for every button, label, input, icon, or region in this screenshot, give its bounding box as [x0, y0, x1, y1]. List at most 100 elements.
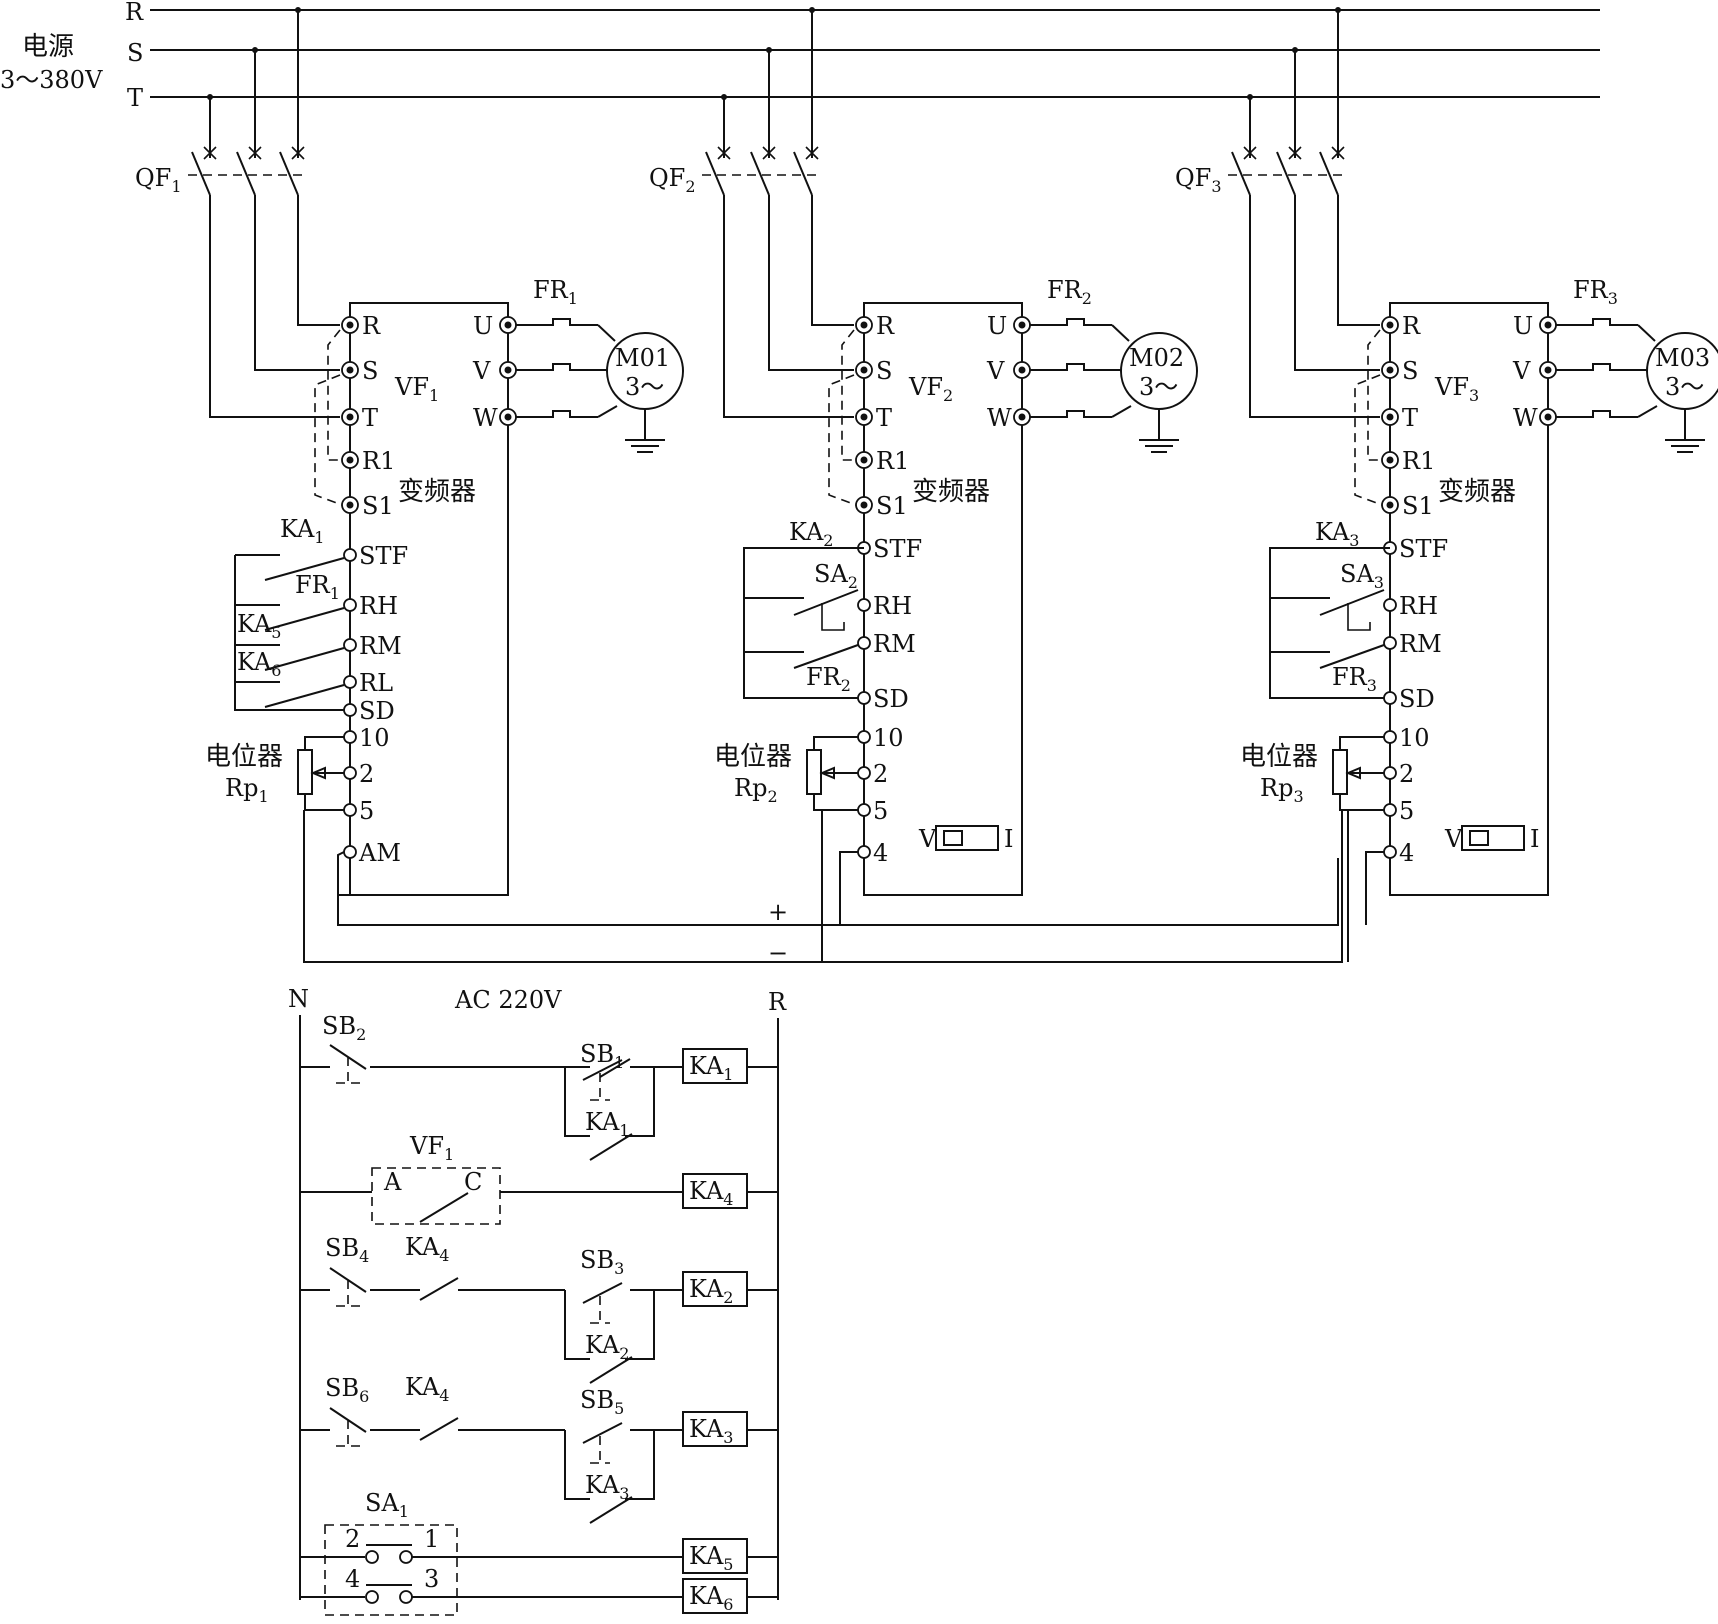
wire	[1111, 405, 1132, 418]
terminal-label: STF	[873, 535, 922, 563]
terminal-label: RM	[359, 632, 402, 660]
overload-relay-label-main: FR	[1047, 276, 1083, 304]
vf1-label: VF1	[409, 1132, 454, 1164]
sb3-label: SB3	[580, 1246, 624, 1278]
sb1-branch	[564, 1058, 631, 1137]
ka5-coil-label-main: KA	[689, 1542, 724, 1570]
vf-label-sub: 1	[429, 386, 439, 405]
terminal-u-core	[504, 321, 512, 329]
ka6-coil-label: KA6	[689, 1582, 733, 1614]
sb1-actuator	[590, 1073, 610, 1101]
sb1-label-sub: 1	[614, 1053, 624, 1072]
selector-actuator	[1347, 603, 1371, 631]
terminal-label: SD	[873, 685, 909, 713]
terminal-label: R1	[876, 447, 909, 475]
vf-label: VF3	[1434, 373, 1479, 405]
supply-title: 电源	[22, 32, 74, 62]
terminal-label: V	[472, 357, 491, 385]
thermal-element	[1030, 410, 1112, 418]
wire	[304, 794, 344, 811]
terminal-label: 4	[873, 839, 888, 867]
overload-relay-label: FR1	[533, 276, 578, 308]
bus-r-label: R	[125, 0, 144, 26]
contact-label-sub: 1	[330, 584, 340, 603]
terminal-label: 4	[1399, 839, 1414, 867]
terminal-10	[1383, 730, 1397, 744]
pot-label-sub: 3	[1293, 787, 1303, 806]
vi-switch-i-label: I	[1530, 825, 1539, 853]
contact-label-main: KA	[1315, 518, 1350, 546]
feed-r	[1337, 210, 1380, 326]
sa1-selector-box	[324, 1524, 458, 1616]
wire	[625, 1429, 655, 1500]
wire	[1339, 736, 1384, 750]
ka5-coil-label-sub: 5	[723, 1555, 733, 1574]
sb5-label: SB5	[580, 1386, 624, 1418]
breaker-label-main: QF	[649, 164, 685, 192]
sb3-button	[582, 1282, 623, 1304]
terminal-label: S	[362, 357, 378, 385]
common-line	[1269, 547, 1390, 699]
breaker-label-sub: 2	[685, 177, 695, 196]
selector-switch	[1319, 589, 1385, 616]
terminal-4	[1383, 845, 1397, 859]
terminal-10	[857, 730, 871, 744]
contact-label: SA3	[1340, 560, 1384, 592]
terminal-label: S	[876, 357, 892, 385]
wiper-arrow	[1345, 766, 1361, 780]
rail-r-label: R	[768, 988, 787, 1016]
terminal-s-core	[346, 366, 354, 374]
sb1-button	[582, 1059, 623, 1081]
sb5-actuator	[590, 1436, 610, 1464]
contact-label: FR2	[806, 663, 851, 695]
inverter-box	[863, 302, 1023, 896]
pot-name-label: 电位器	[205, 742, 283, 772]
terminal-2	[1383, 766, 1397, 780]
feed-s	[254, 210, 340, 371]
ka3-coil-label: KA3	[689, 1415, 733, 1447]
breaker-blade	[236, 151, 256, 196]
terminal-r-core	[860, 321, 868, 329]
sa1-position-label: 4	[345, 1565, 360, 1593]
terminal-label: R	[362, 312, 381, 340]
terminal-v-core	[1544, 366, 1552, 374]
contact-switch	[1319, 644, 1385, 669]
potentiometer	[297, 749, 313, 795]
contact-label-main: KA	[280, 515, 315, 543]
breaker-blade	[1319, 151, 1339, 196]
vi-switch-knob	[943, 830, 963, 846]
breaker-label-main: QF	[135, 164, 171, 192]
pot-name-label: 电位器	[714, 742, 792, 772]
pot-label-main: Rp	[1260, 774, 1293, 802]
contact-label-sub: 5	[271, 623, 281, 642]
jumper-s-s1	[1354, 374, 1383, 506]
sb4-button-actuator	[336, 1280, 360, 1307]
terminal-label: 10	[1399, 724, 1430, 752]
ka4-contact-label-sub: 4	[439, 1246, 449, 1265]
sb3-label-sub: 3	[614, 1259, 624, 1278]
ka2-aux-label: KA2	[585, 1331, 629, 1363]
contact-switch	[264, 607, 345, 631]
potentiometer	[806, 749, 822, 795]
signal-minus-label: −	[768, 939, 788, 967]
sb1-label: SB1	[580, 1040, 624, 1072]
ka4-contact-label-main: KA	[405, 1233, 440, 1261]
thermal-element	[1556, 363, 1638, 371]
terminal-label: S1	[1402, 492, 1434, 520]
sb2-label: SB2	[322, 1012, 366, 1044]
wire	[1111, 324, 1130, 342]
thermal-element	[1556, 410, 1638, 418]
rail-n-label: N	[288, 985, 309, 1013]
drive-unit-1: QF1RSTR1S1VF1变频器UVWFR1M013～STFRHRMRLSD10…	[135, 7, 684, 896]
contact-label-main: KA	[789, 518, 824, 546]
terminal-label: V	[1512, 357, 1531, 385]
ka3-coil-label-main: KA	[689, 1415, 724, 1443]
contact-c-label: C	[464, 1168, 482, 1196]
ka1-aux-label-sub: 1	[619, 1121, 629, 1140]
sa1-label: SA1	[365, 1489, 409, 1521]
terminal-rh	[857, 598, 871, 612]
feed-r	[811, 210, 854, 326]
terminal-4	[857, 845, 871, 859]
breaker-blade	[750, 151, 770, 196]
